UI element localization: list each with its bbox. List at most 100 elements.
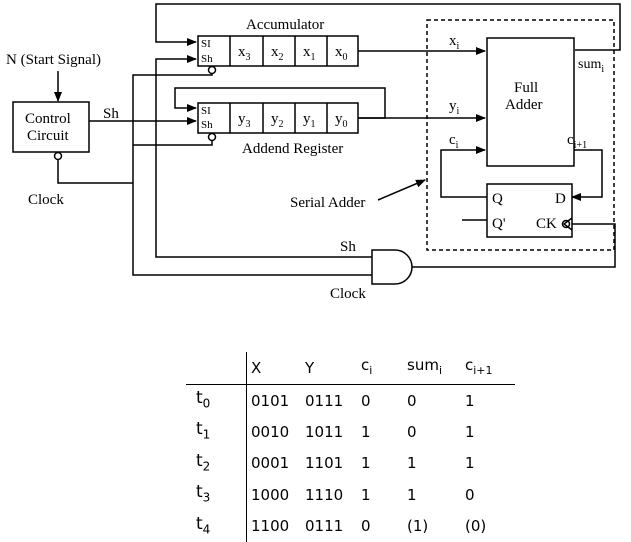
addend-clock-bubble <box>207 132 217 142</box>
sum-value: 1 <box>407 454 417 473</box>
clock-left-label: Clock <box>28 192 64 208</box>
clock-to-gate <box>132 183 372 276</box>
header-sum: sumi <box>407 352 465 385</box>
x-value: 0010 <box>246 416 305 448</box>
ff-d-label: D <box>555 191 566 207</box>
y-value: 0111 <box>305 517 344 536</box>
and-gate <box>371 249 413 285</box>
ff-ck-label: CK <box>536 216 557 232</box>
accumulator-sh-label: Sh <box>201 53 213 65</box>
y-value: 1110 <box>305 485 344 504</box>
addend-cell: y0 <box>335 111 348 130</box>
time-cell: t0 <box>196 388 211 411</box>
ci-value: 1 <box>361 485 371 504</box>
serial-adder-boundary <box>426 19 615 251</box>
control-circuit-label-1: Control <box>25 111 71 127</box>
accumulator-si-label: SI <box>201 38 211 50</box>
x-value: 1100 <box>246 510 305 542</box>
y-value: 1011 <box>305 423 344 442</box>
y-input-label: yi <box>449 98 460 117</box>
clock-to-accumulator <box>132 74 213 183</box>
gate-sh-label: Sh <box>340 239 356 255</box>
sum-value: 0 <box>407 423 417 442</box>
y-value: 0111 <box>305 391 344 410</box>
addend-register-label: Addend Register <box>242 141 343 157</box>
sum-value: 0 <box>407 391 417 410</box>
sum-output-label: sumi <box>578 57 604 75</box>
corner-cell <box>186 352 247 385</box>
cout-value: 1 <box>465 454 475 473</box>
control-circuit-box <box>12 101 90 153</box>
x-value: 1000 <box>246 479 305 511</box>
gate-clock-label: Clock <box>330 286 366 302</box>
ci-value: 1 <box>361 423 371 442</box>
sum-feedback-wire <box>155 3 621 51</box>
header-ci: ci <box>361 352 407 385</box>
cout-value: 1 <box>465 391 475 410</box>
y-value: 1101 <box>305 454 344 473</box>
accumulator-cells: x3 x2 x1 x0 <box>238 44 348 63</box>
sh-output-label: Sh <box>103 106 119 122</box>
time-cell: t2 <box>196 450 211 474</box>
gate-output-wire <box>412 223 616 268</box>
addend-cell: y2 <box>271 111 284 130</box>
x-input-label: xi <box>449 33 460 52</box>
cout-value: 0 <box>465 485 475 504</box>
serial-adder-diagram: N (Start Signal) Control Circuit Sh Cloc… <box>6 3 621 302</box>
addend-sh-label: Sh <box>201 119 213 131</box>
carry-out-wire <box>571 149 603 201</box>
header-y: Y <box>305 352 361 385</box>
addend-cells: y3 y2 y1 y0 <box>238 111 348 130</box>
accumulator-clock-bubble <box>207 65 217 75</box>
control-circuit-label-2: Circuit <box>27 128 69 144</box>
ci-value: 0 <box>361 391 371 410</box>
ff-clock-bubble <box>561 219 571 229</box>
accumulator-cell: x3 <box>238 44 251 63</box>
sum-value: 1 <box>407 485 417 504</box>
ff-q-label: Q <box>492 191 503 207</box>
header-cout: ci+1 <box>465 352 515 385</box>
ci-value: 1 <box>361 454 371 473</box>
accumulator-cell: x2 <box>271 44 284 63</box>
time-cell: t3 <box>196 482 211 505</box>
carry-in-label: ci <box>449 132 459 151</box>
carry-out-label: ci+1 <box>567 132 587 151</box>
sh-to-accumulator <box>155 55 197 121</box>
serial-adder-label: Serial Adder <box>290 195 365 211</box>
sum-value: (1) <box>407 517 429 536</box>
start-signal-label: N (Start Signal) <box>6 52 101 68</box>
accumulator-label: Accumulator <box>246 17 324 33</box>
x-value: 0101 <box>246 384 305 417</box>
sh-to-gate <box>155 121 372 258</box>
ci-value: 0 <box>361 517 371 536</box>
addend-si-label: SI <box>201 105 211 117</box>
serial-adder-pointer <box>377 179 426 201</box>
accumulator-cell: x0 <box>335 44 348 63</box>
x-value: 0001 <box>246 447 305 480</box>
addend-cell: y3 <box>238 111 251 130</box>
full-adder-label-1: Full <box>514 80 538 96</box>
header-x: X <box>246 352 305 385</box>
table-header-row: X Y ci sumi ci+1 <box>186 352 515 385</box>
clock-wire-left <box>57 160 133 184</box>
full-adder-box <box>486 37 575 167</box>
time-cell: t1 <box>196 419 211 442</box>
control-clock-bubble <box>53 151 63 161</box>
ff-qbar-label: Q' <box>492 216 506 232</box>
cout-value: (0) <box>465 517 487 536</box>
addend-cell: y1 <box>303 111 316 130</box>
full-adder-label-2: Adder <box>505 97 543 113</box>
flip-flop-box <box>486 183 573 238</box>
clock-to-addend <box>133 141 213 146</box>
cout-value: 1 <box>465 423 475 442</box>
carry-in-wire <box>440 146 487 198</box>
accumulator-cell: x1 <box>303 44 316 63</box>
time-cell: t4 <box>196 513 211 536</box>
